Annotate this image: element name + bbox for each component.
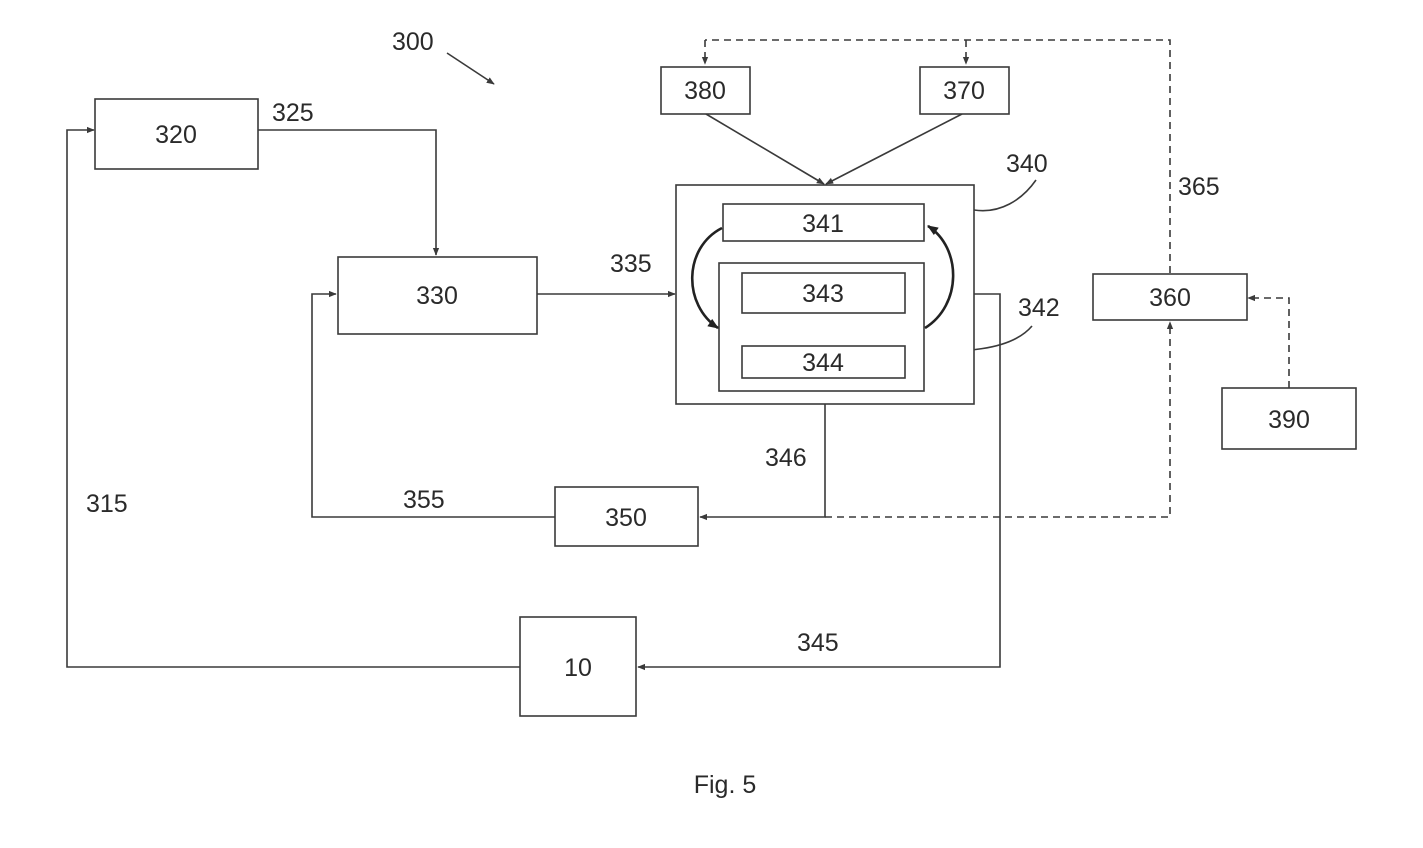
flow-325-line	[258, 130, 436, 255]
label-block-390: 390	[1268, 406, 1310, 434]
label-block-350: 350	[605, 504, 647, 532]
figure-caption: Fig. 5	[694, 771, 757, 799]
flow-370-to-340	[826, 114, 962, 184]
flow-380-to-340	[706, 114, 824, 184]
label-system-300: 300	[392, 28, 434, 56]
label-block-10: 10	[564, 654, 592, 682]
label-flow-355: 355	[403, 486, 445, 514]
label-block-340: 340	[1006, 150, 1048, 178]
flow-390-to-360-dashed	[1248, 298, 1289, 388]
label-flow-315: 315	[86, 490, 128, 518]
label-block-360: 360	[1149, 284, 1191, 312]
label-block-320: 320	[155, 121, 197, 149]
flow-315-line	[67, 130, 520, 667]
system-pointer-arrow	[447, 53, 494, 84]
label-flow-325: 325	[272, 99, 314, 127]
label-block-343: 343	[802, 280, 844, 308]
label-block-342: 342	[1018, 294, 1060, 322]
label-flow-365: 365	[1178, 173, 1220, 201]
label-block-330: 330	[416, 282, 458, 310]
leader-340	[974, 180, 1036, 211]
label-flow-345: 345	[797, 629, 839, 657]
label-block-344: 344	[802, 349, 844, 377]
label-block-370: 370	[943, 77, 985, 105]
label-flow-346: 346	[765, 444, 807, 472]
label-block-341: 341	[802, 210, 844, 238]
label-flow-335: 335	[610, 250, 652, 278]
label-block-380: 380	[684, 77, 726, 105]
